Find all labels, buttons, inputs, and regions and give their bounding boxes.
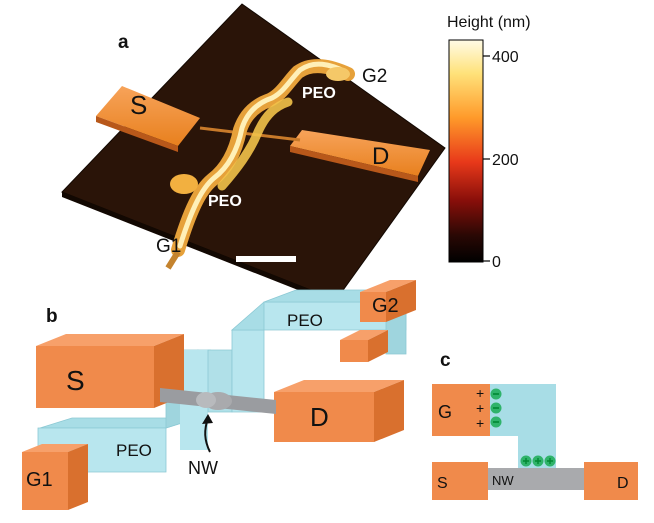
schematic-label-s: S — [66, 365, 85, 396]
c-cations — [520, 455, 556, 467]
schematic-label-g1: G1 — [26, 469, 53, 491]
afm-scale-bar — [236, 256, 296, 262]
afm-peo-ridge-highlight — [177, 61, 349, 249]
schematic-label-peo-bottom: PEO — [116, 441, 152, 460]
c-nanowire — [488, 468, 584, 490]
colorbar-label-0: 0 — [492, 254, 501, 271]
afm-surface-edge — [62, 192, 336, 305]
schematic-label-nw: NW — [188, 458, 218, 478]
afm-drain-electrode — [290, 130, 430, 182]
colorbar-title: Height (nm) — [447, 14, 531, 31]
afm-label-peo-bottom: PEO — [208, 193, 242, 210]
afm-label-peo-top: PEO — [302, 85, 336, 102]
c-label-g: G — [438, 402, 452, 422]
c-plus-1: + — [476, 385, 484, 401]
schematic-source — [36, 334, 184, 408]
afm-label-s: S — [130, 90, 147, 120]
schematic-drain — [274, 380, 404, 442]
c-plus-2: + — [476, 400, 484, 416]
panel-a: a S D G2 G1 PEO PEO — [61, 3, 531, 305]
colorbar-gradient — [448, 39, 484, 263]
schematic-label-d: D — [310, 402, 329, 432]
afm-g1-lead — [165, 250, 181, 270]
afm-label-g2: G2 — [362, 66, 387, 87]
nw-arrow — [202, 414, 213, 453]
c-anions — [490, 388, 502, 428]
afm-nanowire — [199, 126, 301, 142]
c-drain — [584, 462, 638, 500]
schematic-g2 — [340, 280, 416, 362]
afm-label-d: D — [372, 143, 389, 170]
c-label-d: D — [617, 475, 629, 492]
afm-source-electrode — [96, 86, 200, 152]
schematic-label-g2: G2 — [372, 295, 399, 317]
panel-a-label: a — [118, 32, 129, 53]
schematic-nanowire — [160, 388, 276, 414]
afm-label-g1: G1 — [156, 236, 181, 257]
afm-peo-ridge-2 — [217, 97, 293, 191]
c-label-s: S — [437, 475, 448, 492]
c-plus-3: + — [476, 415, 484, 431]
panel-c-label: c — [440, 350, 451, 371]
panel-b-label: b — [46, 306, 58, 327]
c-gate — [432, 384, 490, 436]
panel-b: b — [22, 280, 416, 510]
c-peo-block — [490, 384, 556, 468]
panel-c: c G + + + − − − — [432, 350, 638, 500]
afm-gate-blob — [326, 67, 350, 81]
colorbar-label-400: 400 — [492, 49, 519, 66]
c-label-nw: NW — [492, 473, 514, 488]
schematic-g1 — [22, 444, 88, 510]
afm-peo-blob — [170, 174, 198, 194]
colorbar: Height (nm) 400 200 0 — [447, 14, 531, 271]
schematic-label-peo-top: PEO — [287, 311, 323, 330]
c-source — [432, 462, 488, 500]
colorbar-label-200: 200 — [492, 152, 519, 169]
